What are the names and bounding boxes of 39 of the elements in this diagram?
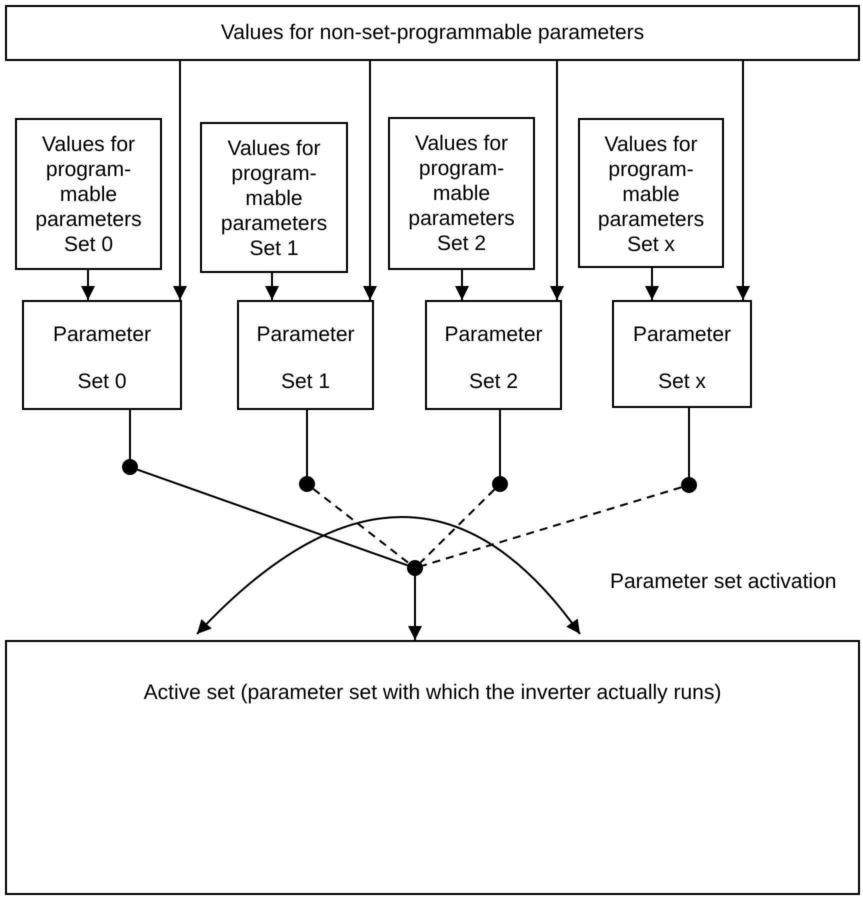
arrow — [645, 268, 659, 300]
process-box — [5, 640, 860, 895]
annotation-label: Parameter set activation — [610, 570, 836, 594]
switch-contact-dot — [122, 459, 138, 475]
box-text: Parameter — [444, 322, 543, 347]
box-text: Parameter — [52, 322, 152, 347]
box-text: Set 0 — [77, 369, 127, 394]
box-text: Values for program-mable parameters Set 2 — [407, 131, 516, 256]
parameter-set-box — [237, 300, 374, 410]
process-box — [200, 122, 348, 273]
arrow — [363, 61, 377, 300]
box-text: Set 2 — [468, 369, 518, 394]
parameter-set-box — [22, 300, 182, 410]
arrow — [455, 270, 469, 300]
box-text: Parameter — [256, 322, 355, 347]
box-text: Parameter — [632, 322, 732, 347]
parameter-set-box — [425, 300, 562, 410]
switch-contact-dot — [407, 560, 423, 576]
arrow — [736, 61, 750, 300]
arrow — [550, 61, 564, 300]
switch-contact-dot — [492, 476, 508, 492]
box-text: Active set (parameter set with which the inverter actually runs) — [144, 680, 722, 705]
box-text: Values for program-mable parameters Set x — [596, 132, 706, 257]
box-text: Set x — [658, 369, 706, 394]
box-text: Values for non-set-programmable parameters — [220, 20, 644, 45]
process-box — [5, 5, 860, 61]
switch-contact-dot — [681, 477, 697, 493]
process-box — [578, 118, 724, 268]
parameter-set-box — [612, 300, 752, 408]
box-text: Values for program-mable parameters Set 1 — [220, 136, 328, 261]
arrow — [265, 273, 279, 300]
arrow — [81, 270, 95, 300]
switch-contact-dot — [299, 476, 315, 492]
process-box — [388, 117, 535, 270]
box-text: Set 1 — [280, 369, 330, 394]
process-box — [15, 118, 162, 270]
box-text: Values for program-mable parameters Set 0 — [34, 132, 143, 257]
arrow — [408, 576, 422, 640]
arrow — [173, 61, 187, 300]
